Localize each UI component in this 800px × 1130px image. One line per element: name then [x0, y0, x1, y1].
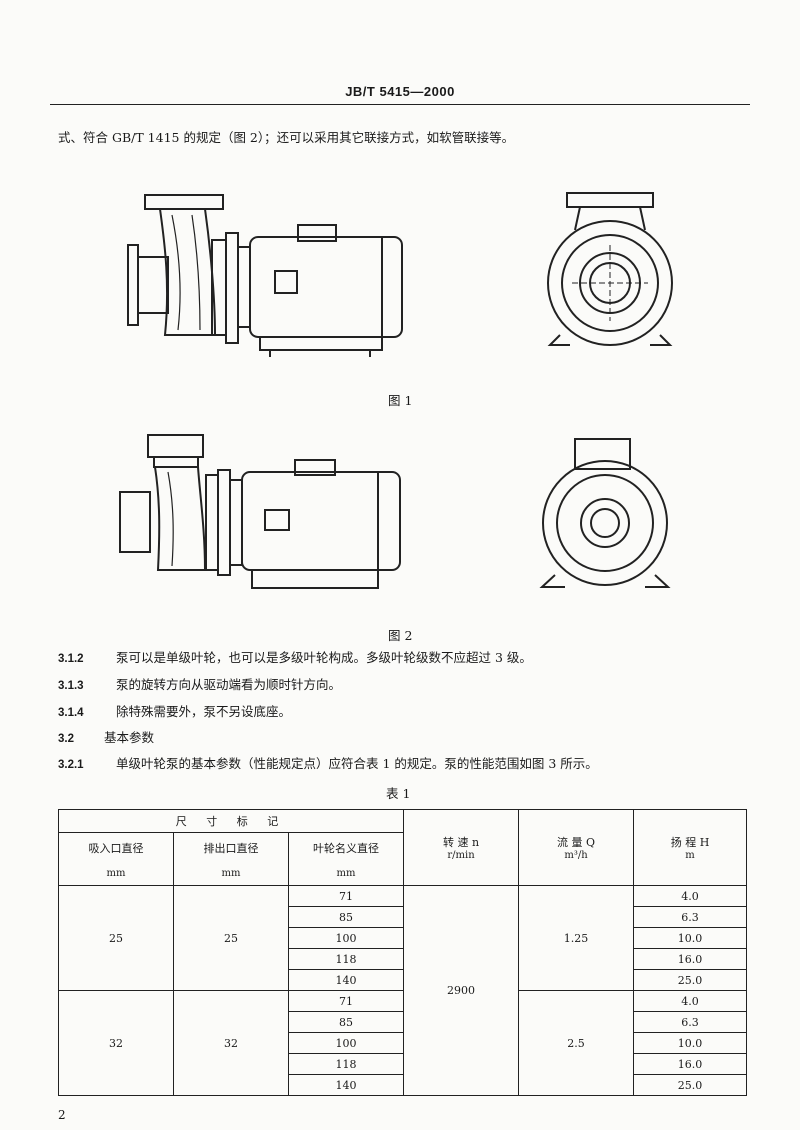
impeller-cell: 71: [287, 990, 405, 1012]
speed-cell: 2900: [403, 885, 520, 1096]
impeller-cell: 118: [287, 1053, 405, 1075]
clause-3-1-4: 3.1.4 除特殊需要外，泵不另设底座。: [58, 704, 291, 721]
clause-text: 除特殊需要外，泵不另设底座。: [116, 704, 292, 719]
table-row: 140 25.0: [59, 1074, 748, 1096]
intro-paragraph: 式、符合 GB/T 1415 的规定（图 2）；还可以采用其它联接方式，如软管联…: [58, 130, 515, 145]
section-3-2: 3.2 基本参数: [58, 730, 154, 747]
head-cell: 4.0: [633, 885, 748, 907]
table-row: 118 16.0: [59, 1053, 748, 1075]
table-row: 100 10.0: [59, 927, 748, 949]
head-cell: 25.0: [633, 1074, 748, 1096]
table-row: 140 25.0: [59, 969, 748, 991]
clause-text: 泵的旋转方向从驱动端看为顺时针方向。: [116, 677, 342, 692]
figure-2-caption: 图 2: [388, 628, 413, 643]
head-cell: 16.0: [633, 1053, 748, 1075]
impeller-cell: 85: [287, 1011, 405, 1033]
clause-number: 3.1.2: [58, 653, 84, 665]
head-cell: 10.0: [633, 1032, 748, 1054]
inlet-cell: 25: [58, 885, 174, 991]
clause-text: 泵可以是单级叶轮，也可以是多级叶轮构成。多级叶轮级数不应超过 3 级。: [116, 650, 532, 665]
figure-2-front-view: [539, 438, 671, 588]
clause-text: 单级叶轮泵的基本参数（性能规定点）应符合表 1 的规定。泵的性能范围如图 3 所…: [116, 756, 598, 771]
table-row: 25 25 71 2900 1.25 4.0: [58, 885, 748, 1096]
clause-number: 3.2.1: [58, 759, 84, 771]
figure-1-caption: 图 1: [388, 393, 413, 408]
outlet-cell: 32: [173, 990, 289, 1096]
flow-cell: 2.5: [518, 990, 635, 1096]
impeller-cell: 100: [287, 1032, 405, 1054]
clause-number: 3.1.3: [58, 680, 84, 692]
inlet-cell: 32: [58, 990, 174, 1096]
size-group-header: 尺 寸 标 记: [57, 809, 405, 833]
head-cell: 16.0: [633, 948, 748, 970]
impeller-cell: 100: [287, 927, 405, 949]
header-rule: [50, 104, 750, 105]
outlet-cell: 25: [173, 885, 289, 991]
clause-3-1-2: 3.1.2 泵可以是单级叶轮，也可以是多级叶轮构成。多级叶轮级数不应超过 3 级。: [58, 650, 532, 667]
impeller-cell: 71: [287, 885, 405, 907]
head-cell: 4.0: [633, 990, 748, 1012]
impeller-cell: 140: [287, 1074, 405, 1096]
figure-1-front-view: [547, 192, 673, 346]
table-title: 表 1: [386, 786, 411, 801]
head-cell: 6.3: [633, 906, 748, 928]
clause-number: 3.1.4: [58, 707, 84, 719]
head-cell: 10.0: [633, 927, 748, 949]
figure-2-side-view: [119, 434, 401, 589]
clause-3-1-3: 3.1.3 泵的旋转方向从驱动端看为顺时针方向。: [58, 677, 341, 694]
head-cell: 25.0: [633, 969, 748, 991]
flow-cell: 1.25: [518, 885, 635, 991]
impeller-cell: 140: [287, 969, 405, 991]
table-row: 32 32 71 2.5 4.0: [58, 990, 748, 1096]
impeller-cell: 118: [287, 948, 405, 970]
standard-header: JB/T 5415—2000: [345, 84, 455, 99]
clause-text: 基本参数: [104, 730, 155, 745]
page-number: 2: [58, 1108, 66, 1122]
head-cell: 6.3: [633, 1011, 748, 1033]
clause-number: 3.2: [58, 733, 74, 745]
impeller-cell: 85: [287, 906, 405, 928]
clause-3-2-1: 3.2.1 单级叶轮泵的基本参数（性能规定点）应符合表 1 的规定。泵的性能范围如…: [58, 756, 598, 773]
figure-1-side-view: [127, 194, 403, 357]
